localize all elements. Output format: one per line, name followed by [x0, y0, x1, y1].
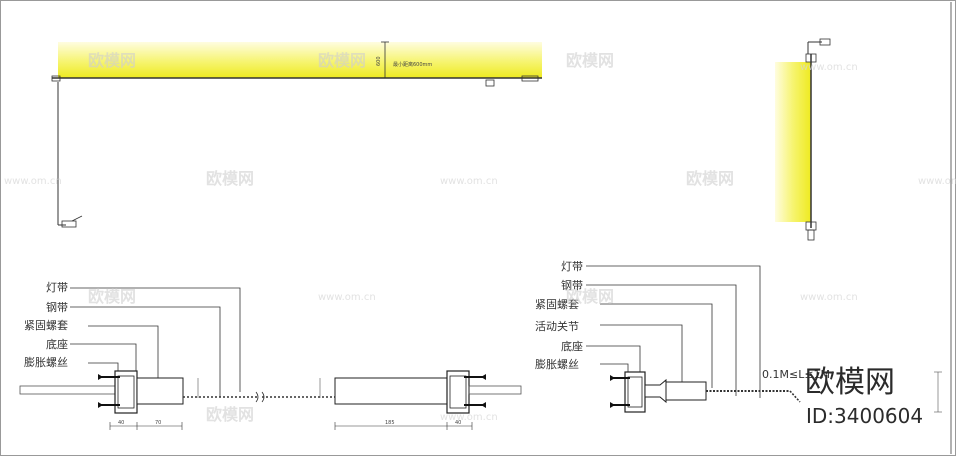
- leader-light-strip-r: [586, 265, 761, 398]
- steel-strip-r-bend: [789, 390, 801, 403]
- clip-fitting: [485, 79, 495, 87]
- dim-600-text: 600: [376, 56, 382, 66]
- leader-steel-strip: [70, 306, 221, 397]
- top-left-elevation: 600 最小距离600mm: [51, 41, 542, 228]
- label-base: 底座: [46, 337, 68, 351]
- base-r-inner: [627, 376, 643, 408]
- watermarks: 欧模网 欧模网 欧模网 欧模网 www.om.cn 欧模网 www.om.cn …: [4, 51, 956, 424]
- watermark-url-3: www.om.cn: [918, 176, 956, 187]
- fastening-sleeve-right: [334, 377, 448, 405]
- length-note-r: 0.1M≤L≤1M: [762, 368, 830, 381]
- bottom-left-detail: 灯带 钢带 紧固螺套 底座 膨胀螺丝: [19, 281, 522, 430]
- watermark-url-1: www.om.cn: [440, 176, 498, 187]
- watermark-6: 欧模网: [88, 287, 136, 306]
- bottom-right-detail: 灯带 钢带 紧固螺套 活动关节 底座 膨胀螺丝 0.1M≤L≤1M: [535, 260, 942, 413]
- leader-sleeve-r: [600, 303, 713, 388]
- watermark-url-4: www.om.cn: [318, 292, 376, 303]
- label-base-r: 底座: [561, 339, 583, 353]
- label-steel-strip: 钢带: [46, 301, 68, 314]
- screw-r-top-head: [610, 375, 615, 381]
- dim-text-185: 185: [385, 420, 395, 426]
- top-fixture: [805, 53, 817, 63]
- top-right-elevation: [775, 38, 831, 241]
- watermark-3: 欧模网: [566, 51, 614, 70]
- leader-joint-r: [600, 324, 683, 385]
- label-joint-r: 活动关节: [535, 319, 579, 333]
- plug-lead: [71, 215, 83, 222]
- light-band-vertical: [775, 62, 811, 222]
- plug-fitting: [61, 220, 77, 228]
- screw-right-top-head: [481, 374, 486, 380]
- label-light-strip: 灯带: [46, 281, 68, 294]
- wall-rod-left: [19, 385, 117, 395]
- dim-note-text: 最小距离600mm: [393, 61, 432, 68]
- leader-base-r: [586, 345, 641, 375]
- wall-rod-right: [468, 385, 522, 395]
- brand-name: 欧模网: [805, 365, 895, 400]
- watermark-8: 欧模网: [206, 405, 254, 424]
- watermark-url-2: www.om.cn: [4, 176, 62, 187]
- leader-fastening-sleeve: [88, 325, 159, 380]
- light-band-horizontal: [58, 42, 542, 78]
- leader-expansion-screw: [88, 362, 119, 372]
- watermark-2: 欧模网: [318, 51, 366, 70]
- fastening-sleeve-left: [136, 377, 184, 405]
- leader-base: [70, 343, 137, 374]
- label-fastening-sleeve: 紧固螺套: [24, 319, 68, 332]
- screw-left-bottom-head: [98, 402, 103, 408]
- movable-joint: [644, 378, 667, 404]
- watermark-7: 欧模网: [566, 287, 614, 306]
- leader-steel-strip-r: [586, 284, 737, 396]
- bottom-anchor: [807, 229, 815, 241]
- label-fastening-sleeve-r: 紧固螺套: [535, 298, 579, 311]
- leader-screw-r: [600, 363, 629, 374]
- label-expansion-screw: 膨胀螺丝: [24, 355, 68, 369]
- end-fitting-right: [521, 75, 539, 82]
- screw-left-top-head: [98, 374, 103, 380]
- watermark-url-5: www.om.cn: [800, 292, 858, 303]
- watermark-5: 欧模网: [686, 169, 734, 188]
- leader-light-strip: [70, 287, 241, 392]
- label-steel-strip-r: 钢带: [561, 279, 583, 292]
- watermark-4: 欧模网: [206, 169, 254, 188]
- watermark-1: 欧模网: [88, 51, 136, 70]
- screw-r-bottom-head: [610, 402, 615, 408]
- dim-text-70: 70: [155, 420, 161, 426]
- brand-overlay: 欧模网 ID:3400604: [805, 365, 923, 428]
- screw-right-bottom-head: [481, 402, 486, 408]
- watermark-url-7: www.om.cn: [800, 62, 858, 73]
- top-bracket-head: [819, 38, 831, 46]
- dim-text-40-left: 40: [118, 420, 124, 426]
- brand-id: ID:3400604: [806, 404, 923, 428]
- label-light-strip-r: 灯带: [561, 260, 583, 273]
- sleeve-r: [665, 381, 707, 401]
- end-fitting-left: [51, 75, 61, 82]
- base-left-inner: [117, 375, 135, 409]
- label-expansion-screw-r: 膨胀螺丝: [535, 357, 579, 371]
- base-right-inner: [449, 375, 467, 409]
- dim-text-40-right: 40: [455, 420, 461, 426]
- watermark-url-6: www.om.cn: [440, 412, 498, 423]
